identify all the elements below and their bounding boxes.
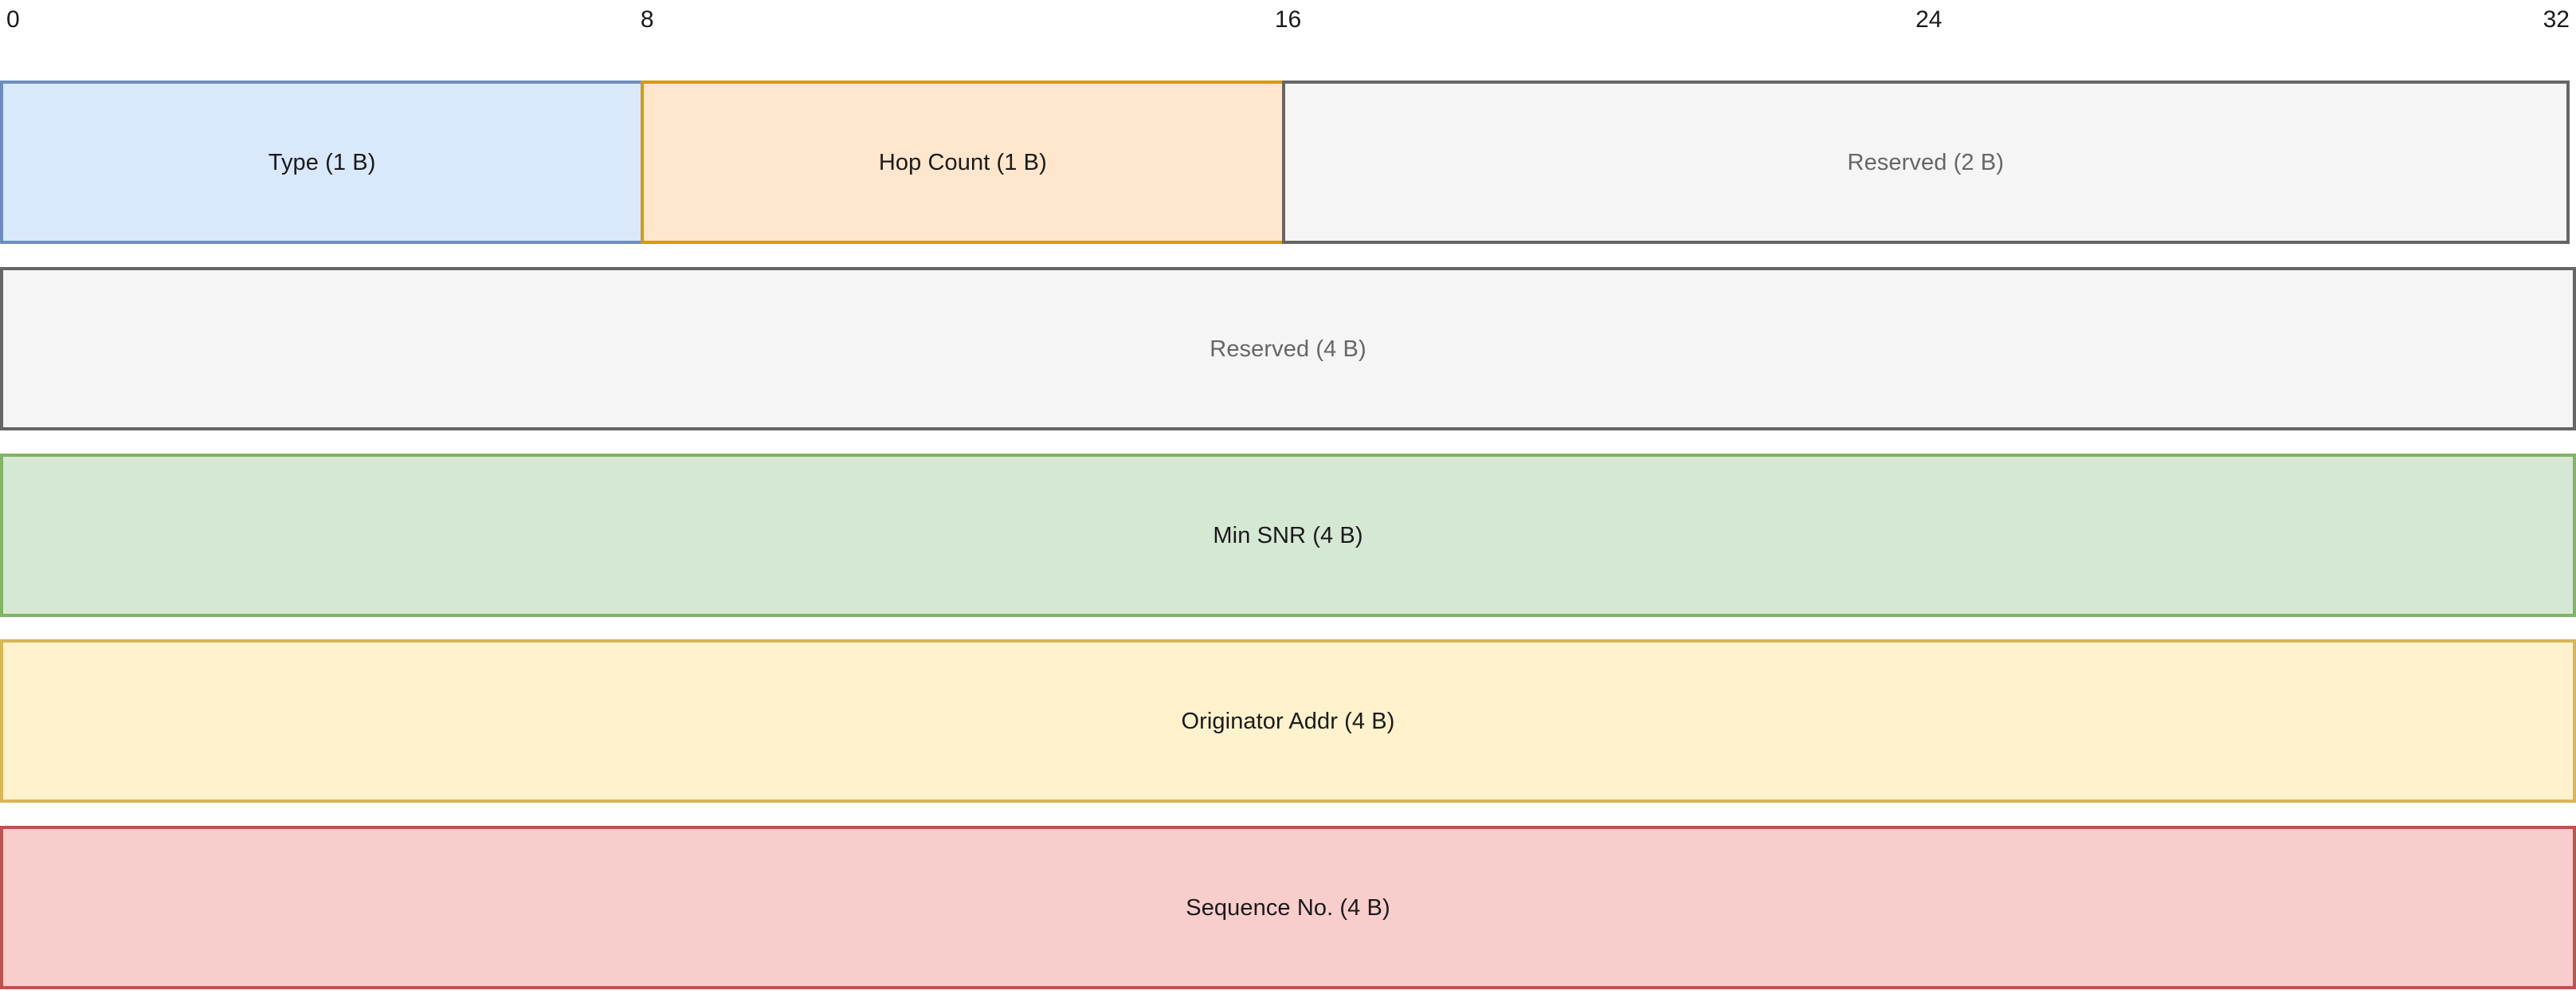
row-2: Reserved (4 B) (0, 267, 2576, 430)
bit-tick-24: 24 (1915, 6, 1943, 33)
field-sequence-no-label: Sequence No. (4 B) (1186, 894, 1390, 921)
bit-offset-ruler: 0 8 16 24 32 (0, 0, 2576, 49)
field-hop-count-label: Hop Count (1 B) (878, 149, 1047, 175)
field-originator-addr-label: Originator Addr (4 B) (1181, 708, 1395, 734)
field-originator-addr[interactable]: Originator Addr (4 B) (0, 639, 2576, 803)
field-reserved-4b-label: Reserved (4 B) (1210, 336, 1366, 362)
field-sequence-no[interactable]: Sequence No. (4 B) (0, 826, 2576, 989)
field-min-snr-label: Min SNR (4 B) (1213, 522, 1363, 548)
field-reserved-4b[interactable]: Reserved (4 B) (0, 267, 2576, 430)
bit-tick-16: 16 (1274, 6, 1302, 33)
bit-tick-32: 32 (2543, 6, 2570, 33)
row-4: Originator Addr (4 B) (0, 639, 2576, 803)
field-reserved-2b-label: Reserved (2 B) (1847, 149, 2004, 175)
field-min-snr[interactable]: Min SNR (4 B) (0, 454, 2576, 617)
field-reserved-2b[interactable]: Reserved (2 B) (1281, 81, 2570, 244)
field-hop-count[interactable]: Hop Count (1 B) (641, 81, 1285, 244)
bit-tick-0: 0 (6, 6, 20, 33)
row-3: Min SNR (4 B) (0, 454, 2576, 617)
field-type[interactable]: Type (1 B) (0, 81, 645, 244)
row-5: Sequence No. (4 B) (0, 826, 2576, 989)
row-1: Type (1 B) Hop Count (1 B) Reserved (2 B) (0, 81, 2576, 244)
field-type-label: Type (1 B) (268, 149, 376, 175)
bit-tick-8: 8 (640, 6, 654, 33)
